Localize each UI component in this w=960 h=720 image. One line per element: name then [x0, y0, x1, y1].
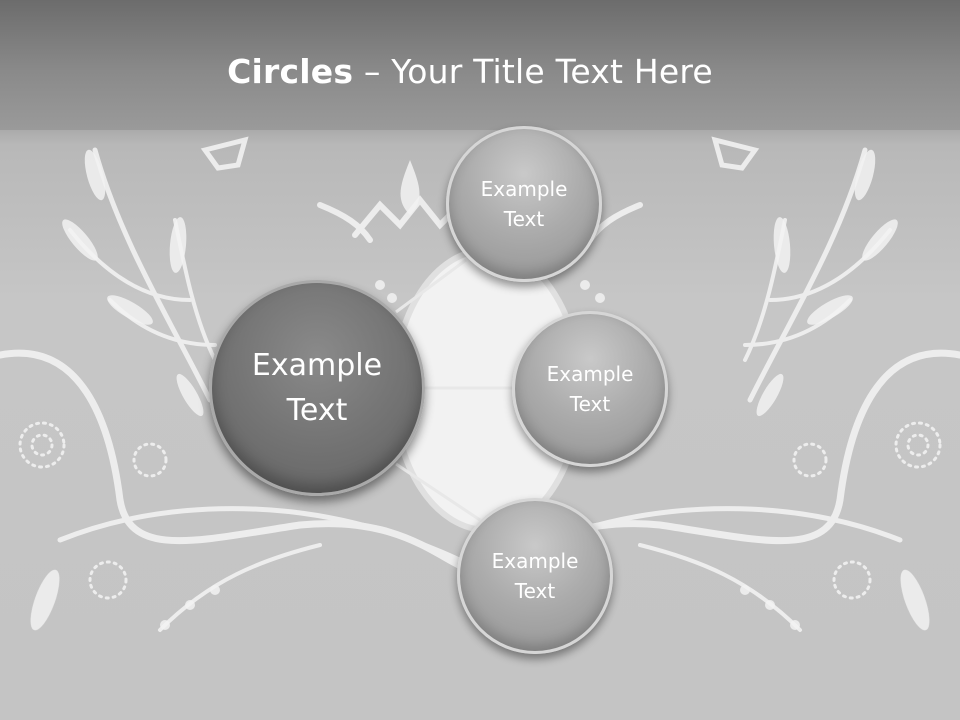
- center-circle-label: Example Text: [251, 348, 383, 428]
- slide-title: Circles – Your Title Text Here: [0, 52, 940, 91]
- center-circle: Example Text: [209, 280, 425, 496]
- satellite-circle-middle: Example Text: [512, 311, 668, 467]
- satellite-bottom-label: Example Text: [491, 549, 579, 603]
- satellite-circle-bottom: Example Text: [457, 498, 613, 654]
- satellite-top-label: Example Text: [480, 177, 568, 231]
- satellite-middle-label: Example Text: [546, 362, 634, 416]
- title-band: [0, 0, 960, 130]
- satellite-circle-top: Example Text: [446, 126, 602, 282]
- title-rest: – Your Title Text Here: [353, 52, 713, 91]
- title-bold: Circles: [227, 52, 354, 91]
